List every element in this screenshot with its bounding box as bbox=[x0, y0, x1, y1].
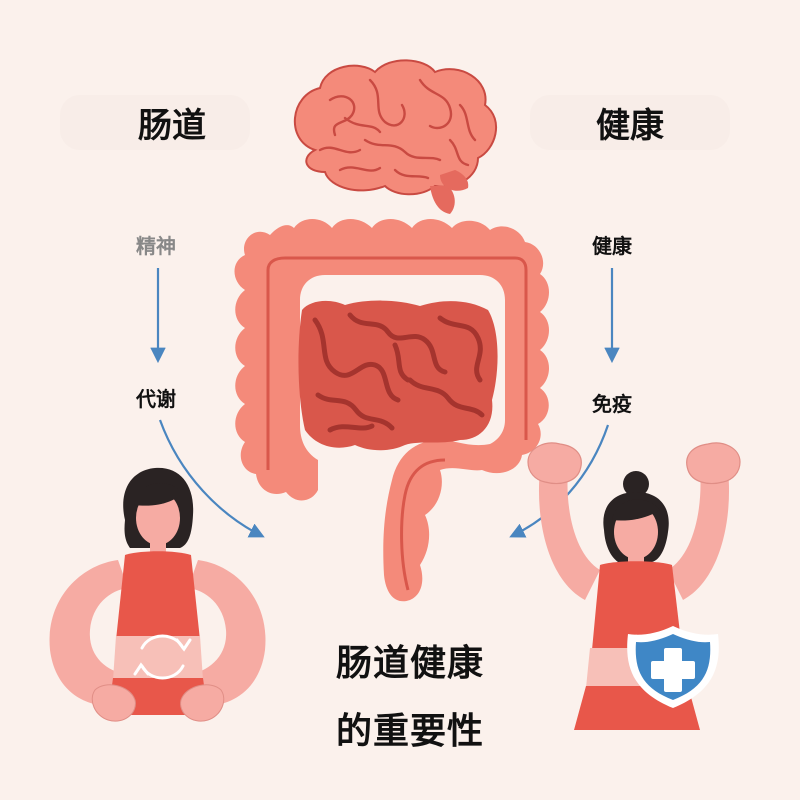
label-spirit: 精神 bbox=[136, 234, 176, 258]
background-decoration bbox=[60, 95, 730, 150]
heading-health: 健康 bbox=[596, 106, 664, 146]
title-line-2: 的重要性 bbox=[336, 711, 485, 752]
right-flow-arrows bbox=[509, 268, 620, 538]
heading-gut: 肠道 bbox=[138, 106, 206, 146]
title-line-1: 肠道健康 bbox=[336, 643, 485, 684]
label-immunity: 免疫 bbox=[592, 392, 632, 416]
arrow-daixie-to-gut bbox=[158, 419, 265, 538]
right-woman-figure bbox=[527, 442, 741, 730]
arrow-mianyi-to-gut bbox=[509, 424, 610, 538]
brain-icon bbox=[293, 59, 497, 214]
left-woman-figure bbox=[49, 467, 266, 722]
left-flow-arrows bbox=[150, 268, 265, 538]
label-health: 健康 bbox=[592, 234, 632, 258]
intestine-icon bbox=[234, 219, 549, 602]
shield-cross-icon bbox=[627, 626, 719, 708]
rotation-icon bbox=[133, 634, 192, 680]
label-metabolism: 代谢 bbox=[136, 387, 176, 411]
